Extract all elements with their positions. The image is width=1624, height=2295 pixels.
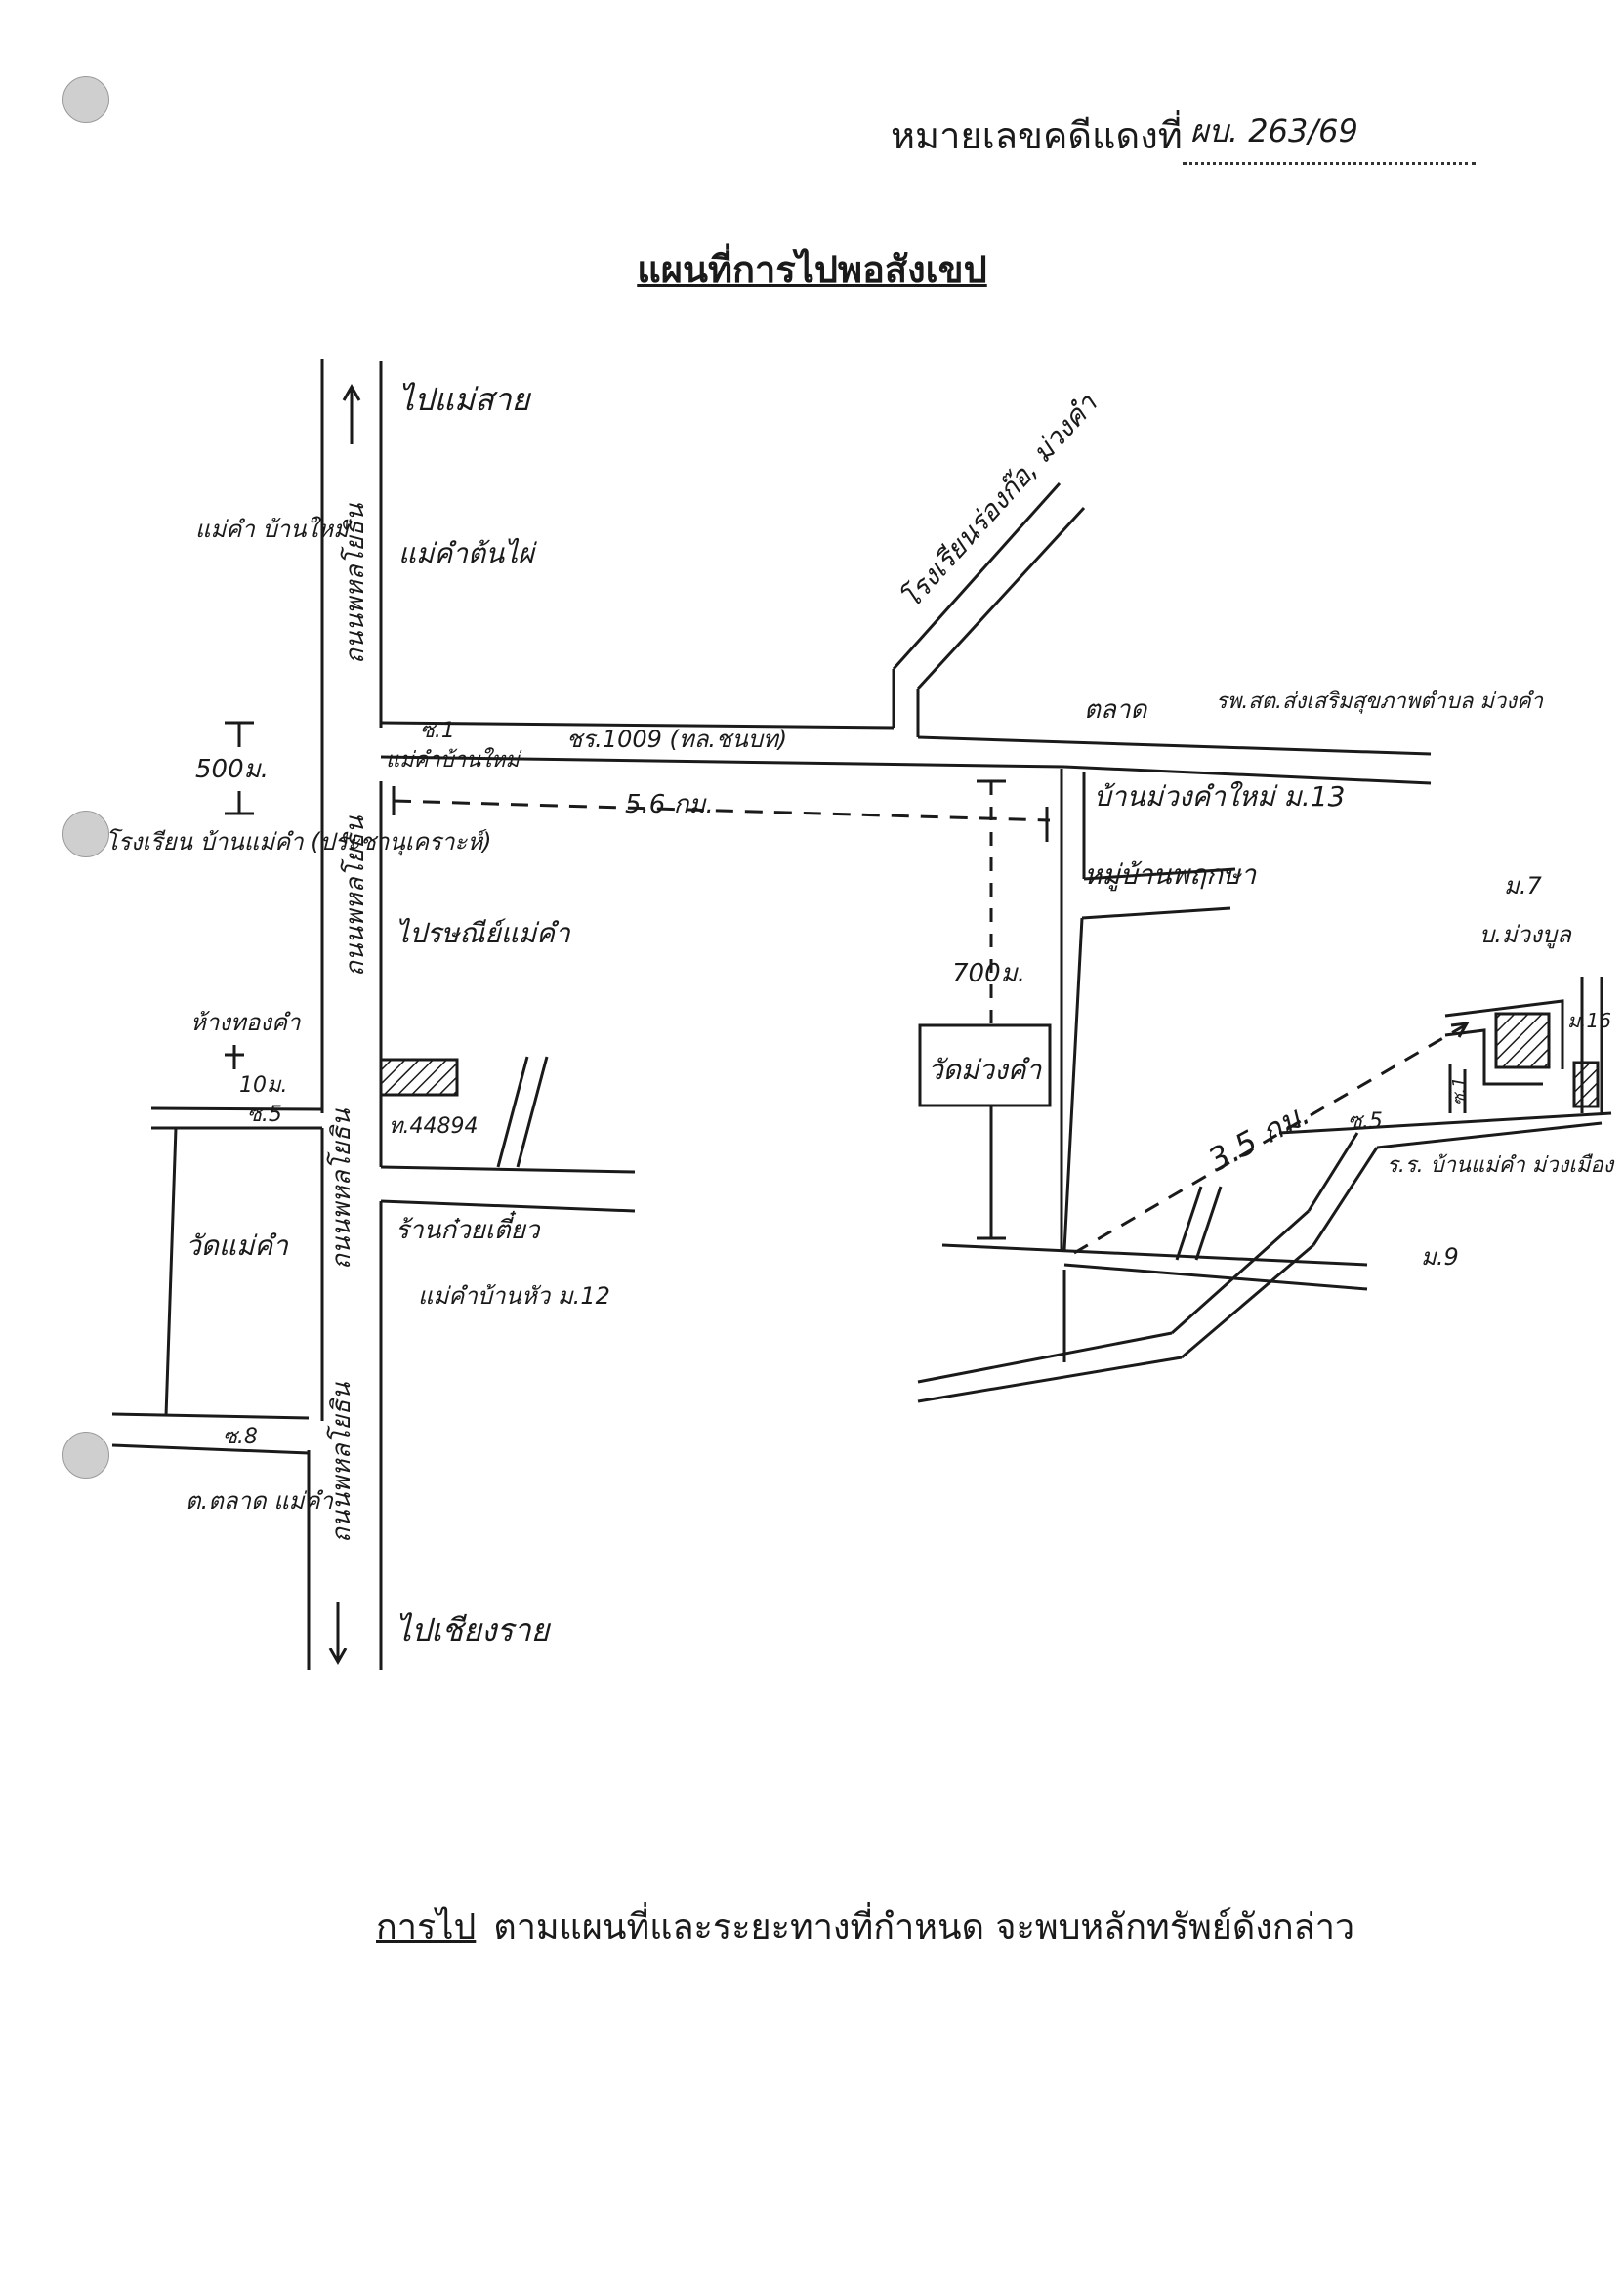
- punch-hole-middle: [62, 811, 109, 857]
- label-school-muangkham: โรงเรียนร่องก๊อ, ม่วงคำ: [895, 387, 1104, 615]
- distance-5-6km-marker: [392, 786, 1051, 842]
- main-highway: [307, 359, 383, 1670]
- punch-hole-bottom: [62, 1432, 109, 1479]
- east-road: [1060, 769, 1236, 1251]
- distance-3-5km-line: [1073, 1023, 1466, 1255]
- label-m16: ม.16: [1567, 1009, 1611, 1032]
- label-store: ท.44894: [389, 1114, 478, 1139]
- map-title: แผนที่การไปพอสังเขป: [637, 247, 987, 291]
- label-maekham-bannua: แม่คำบ้านหัว ม.12: [418, 1282, 610, 1310]
- label-ban-muangpuang: บ.ม่วงบูล: [1479, 921, 1572, 949]
- label-m9: ม.9: [1421, 1243, 1459, 1271]
- label-to-north: ไปแม่สาย: [398, 381, 532, 418]
- label-road-south1: ถนนพหลโยธิน: [326, 1107, 356, 1270]
- label-5-6km: 5.6 กม.: [625, 790, 714, 819]
- label-soi-8: ซ.8: [223, 1425, 258, 1449]
- punch-hole-top: [62, 76, 109, 123]
- footer-instruction: การไป ตามแผนที่และระยะทางที่กำหนด จะพบหลั…: [376, 1899, 1354, 1954]
- case-number-field: ผบ. 263/69: [1182, 112, 1476, 165]
- case-number-value: ผบ. 263/69: [1189, 112, 1358, 149]
- label-school-ban-maekham: ร.ร. บ้านแม่คำ ม่วงเมือง: [1387, 1153, 1616, 1178]
- label-500m: 500ม.: [195, 755, 269, 784]
- label-soi-5: ซ.5: [247, 1103, 282, 1127]
- label-road-south2: ถนนพหลโยธิน: [326, 1381, 356, 1543]
- label-rural-road: ชร.1009 (ทล.ชนบท): [566, 726, 787, 753]
- case-number-line: หมายเลขคดีแดงที่ผบ. 263/69: [891, 105, 1476, 165]
- label-soi-small: ซ.1: [1449, 1077, 1470, 1106]
- label-market-maekham: ต.ตลาด แม่คำ: [186, 1487, 335, 1515]
- label-market: ตลาด: [1084, 695, 1147, 725]
- local-roads-west: [150, 1056, 636, 1213]
- label-3-5km: 3.5 กม.: [1202, 1095, 1315, 1179]
- distance-700m-marker: [977, 779, 1006, 1240]
- label-health: รพ.สต.ส่งเสริมสุขภาพตำบล ม่วงคำ: [1216, 689, 1544, 714]
- label-700m: 700ม.: [952, 959, 1025, 988]
- property-marker-right: [1572, 1061, 1600, 1108]
- label-wat-muangkham: วัดม่วงคำ: [928, 1054, 1042, 1086]
- label-school-maekham: โรงเรียน บ้านแม่คำ (ประชานุเคราะห์): [105, 828, 492, 856]
- label-road-mid: ถนนพหลโยธิน: [340, 814, 370, 977]
- arrow-south-icon: [328, 1602, 348, 1666]
- arrow-head-icon: [1450, 1022, 1470, 1038]
- rural-road-1009: [380, 481, 1432, 785]
- arrow-north-icon: [342, 383, 361, 444]
- label-housing: หมู่บ้านพฤกษา: [1084, 858, 1257, 892]
- label-maekham-tonpai: แม่คำต้นไผ่: [398, 537, 538, 569]
- wat-maekham-block: [111, 1127, 310, 1455]
- label-maekham: แม่คำ บ้านใหม่: [195, 516, 352, 543]
- footer-lead: การไป: [376, 1907, 477, 1947]
- label-m7: ม.7: [1504, 872, 1542, 899]
- distance-10m-marker: [225, 1045, 244, 1069]
- lower-cross-road: [917, 1111, 1612, 1403]
- map-labels: ไปแม่สาย แม่คำต้นไผ่ แม่คำ บ้านใหม่ ถนนพ…: [105, 381, 1616, 1648]
- label-post-office: ไปรษณีย์แม่คำ: [396, 917, 571, 949]
- label-to-south: ไปเชียงราย: [396, 1611, 552, 1648]
- distance-500m-marker: [225, 721, 254, 815]
- label-ban-muangkham-mai: บ้านม่วงคำใหม่ ม.13: [1094, 780, 1345, 813]
- label-soi-1-name: แม่คำบ้านใหม่: [386, 747, 522, 772]
- label-herb-shop: ห้างทองคำ: [190, 1009, 302, 1036]
- property-marker-main: [379, 1058, 459, 1097]
- label-noodle-shop: ร้านก๋วยเตี๋ยว: [396, 1211, 541, 1245]
- wat-muangkham-box: [918, 1023, 1052, 1107]
- case-number-label: หมายเลขคดีแดงที่: [891, 114, 1183, 157]
- label-soi-right: ซ.5: [1348, 1109, 1383, 1134]
- label-road-north: ถนนพหลโยธิน: [340, 502, 370, 664]
- label-wat-maekham: วัดแม่คำ: [186, 1230, 289, 1262]
- label-10m: 10ม.: [239, 1073, 288, 1098]
- footer-text: ตามแผนที่และระยะทางที่กำหนด จะพบหลักทรัพ…: [493, 1907, 1355, 1947]
- label-soi-1: ซ.1: [420, 719, 455, 743]
